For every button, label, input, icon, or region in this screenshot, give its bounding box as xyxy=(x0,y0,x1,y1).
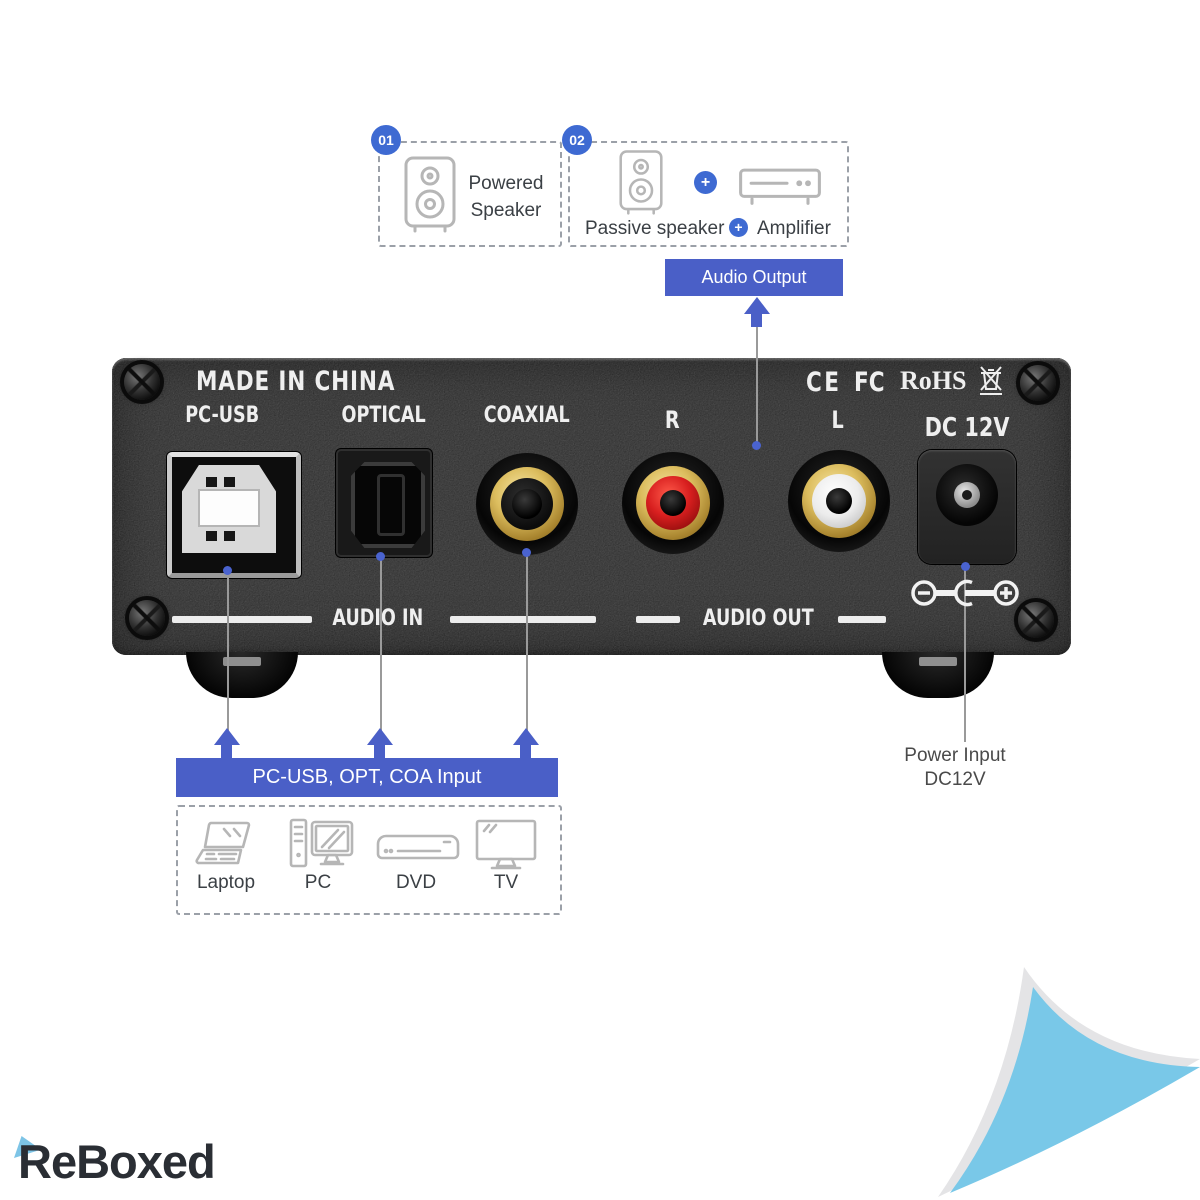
option1-label: Powered Speaker xyxy=(458,170,554,224)
input-arrow-usb-stem xyxy=(221,744,232,759)
audio-out-line-left xyxy=(636,616,680,623)
audio-output-callout-dot xyxy=(752,441,761,450)
plus-icon: + xyxy=(729,218,748,237)
dvd-player-icon xyxy=(376,834,460,860)
corner-page-curl-logo xyxy=(938,967,1200,1197)
device-foot-left xyxy=(186,652,298,698)
coaxial-rca-jack xyxy=(476,453,578,555)
audio-in-line-right xyxy=(450,616,596,623)
optical-port xyxy=(336,449,432,557)
usb-contact-slot xyxy=(224,477,235,487)
input-banner: PC-USB, OPT, COA Input xyxy=(176,758,558,797)
audio-output-banner: Audio Output xyxy=(665,259,843,296)
power-voltage-label: DC12V xyxy=(924,769,986,790)
audio-out-line-right xyxy=(838,616,886,623)
dc-polarity-icon xyxy=(911,579,1019,607)
fcc-mark: FC xyxy=(854,367,885,398)
coaxial-callout-dot xyxy=(522,548,531,557)
left-channel-label: L xyxy=(831,406,845,434)
device-rear-panel: MADE IN CHINA CE FC RoHS PC-USB OPTICAL … xyxy=(112,358,1071,655)
power-input-label: Power Input xyxy=(904,745,1006,766)
input-arrow-usb xyxy=(214,728,240,745)
laptop-icon xyxy=(195,821,251,865)
toslink-inner xyxy=(377,474,405,536)
device-foot-right xyxy=(882,652,994,698)
option1-line1: Powered xyxy=(468,173,544,194)
plus-icon: + xyxy=(694,171,717,194)
audio-in-line-left xyxy=(172,616,312,623)
usb-b-plastic xyxy=(182,465,276,553)
usb-callout-dot xyxy=(223,566,232,575)
pc-icon xyxy=(289,818,354,868)
screw-top-left xyxy=(124,364,160,400)
screw-bottom-right xyxy=(1018,602,1054,638)
coaxial-callout-line xyxy=(526,554,528,731)
right-rca-jack xyxy=(622,452,724,554)
input-arrow-optical xyxy=(367,728,393,745)
audio-output-arrow xyxy=(744,297,770,314)
source-label-dvd: DVD xyxy=(395,872,437,893)
optical-callout-line xyxy=(380,558,382,731)
optical-callout-dot xyxy=(376,552,385,561)
amplifier-label: Amplifier xyxy=(757,218,831,239)
audio-in-text: AUDIO IN xyxy=(332,606,424,631)
option2-badge: 02 xyxy=(562,125,592,155)
amplifier-icon xyxy=(739,168,821,205)
dc-jack-recess xyxy=(936,464,998,526)
usb-contact-slot xyxy=(224,531,235,541)
ce-mark: CE xyxy=(806,367,842,398)
option1-line2: Speaker xyxy=(470,200,542,221)
audio-out-text: AUDIO OUT xyxy=(702,606,814,631)
input-arrow-coaxial-stem xyxy=(520,744,531,759)
audio-output-callout-line xyxy=(756,327,758,445)
source-label-laptop: Laptop xyxy=(196,872,256,893)
screw-top-right xyxy=(1020,365,1056,401)
dc-jack-pin xyxy=(962,490,972,500)
right-channel-label: R xyxy=(664,406,680,434)
passive-speaker-icon xyxy=(619,150,663,215)
passive-speaker-label: Passive speaker xyxy=(585,218,725,239)
source-label-tv: TV xyxy=(493,872,519,893)
option1-badge: 01 xyxy=(371,125,401,155)
option2-box xyxy=(568,141,849,247)
left-rca-jack xyxy=(788,450,890,552)
optical-label: OPTICAL xyxy=(341,403,427,428)
dc-power-jack xyxy=(918,450,1016,564)
tv-icon xyxy=(475,819,537,870)
usb-callout-line xyxy=(227,572,229,731)
input-arrow-optical-stem xyxy=(374,744,385,759)
power-callout-dot xyxy=(961,562,970,571)
usb-label: PC-USB xyxy=(185,403,259,428)
usb-contact-slot xyxy=(206,477,217,487)
usb-b-port xyxy=(167,452,301,578)
usb-contact-slot xyxy=(206,531,217,541)
usb-b-tongue xyxy=(200,491,258,525)
rohs-mark: RoHS xyxy=(900,366,967,395)
power-callout-line xyxy=(964,568,966,742)
dc12v-label: DC 12V xyxy=(924,413,1010,443)
input-arrow-coaxial xyxy=(513,728,539,745)
brand-logo: ReBoxed xyxy=(18,1135,216,1188)
audio-output-arrow-stem xyxy=(751,312,762,327)
powered-speaker-icon xyxy=(404,156,456,233)
screw-bottom-left xyxy=(129,600,165,636)
toslink-door xyxy=(351,462,425,548)
dc-jack-ring xyxy=(954,482,980,508)
source-label-pc: PC xyxy=(304,872,332,893)
coaxial-label: COAXIAL xyxy=(483,403,570,428)
weee-bin-icon xyxy=(980,366,1002,395)
made-in-china-text: MADE IN CHINA xyxy=(196,366,396,397)
